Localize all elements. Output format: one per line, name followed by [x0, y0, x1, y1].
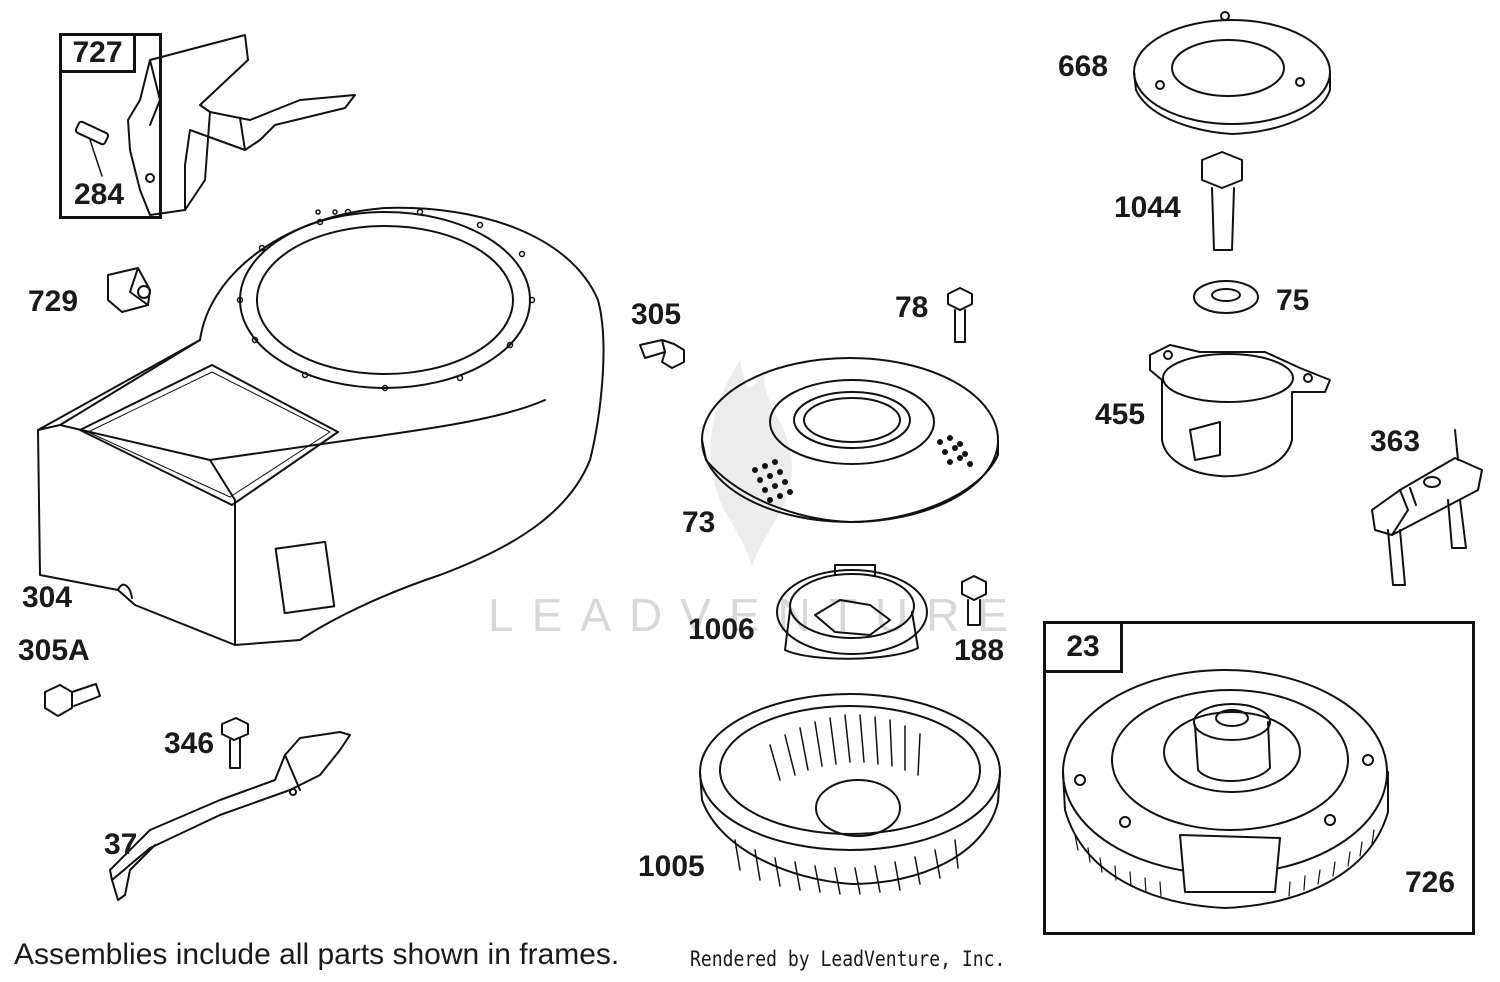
part-1044-bolt: [1201, 151, 1243, 251]
fan-fins: [734, 839, 959, 895]
part-726-flywheel: [1062, 669, 1389, 909]
part-188-screw: [961, 575, 987, 626]
label-1006: 1006: [688, 613, 755, 646]
label-305A: 305A: [18, 634, 90, 667]
label-284: 284: [74, 178, 125, 211]
part-668-plate: [1133, 11, 1331, 135]
part-284-screw: [74, 120, 110, 177]
label-75: 75: [1276, 284, 1310, 317]
frame-23-tag: 23: [1043, 621, 1123, 673]
ring-gear-teeth: [1074, 829, 1375, 897]
label-455: 455: [1095, 398, 1146, 431]
label-346: 346: [164, 727, 215, 760]
part-727-shroud: [127, 34, 356, 216]
housing-bolt-holes: [236, 208, 536, 392]
part-1005-flywheel: [699, 693, 1001, 895]
part-363-bracket: [1371, 429, 1483, 586]
label-37: 37: [104, 828, 138, 861]
label-1044: 1044: [1114, 191, 1181, 224]
label-729: 729: [28, 285, 79, 318]
label-1005: 1005: [638, 850, 705, 883]
label-668: 668: [1058, 50, 1109, 83]
label-78: 78: [895, 291, 929, 324]
part-78-screw: [947, 287, 973, 343]
label-304: 304: [22, 581, 73, 614]
label-73: 73: [682, 506, 716, 539]
part-455-retainer: [1149, 344, 1331, 478]
frame-727-tag: 727: [59, 33, 136, 73]
label-726: 726: [1405, 866, 1456, 899]
render-credit: Rendered by LeadVenture, Inc.: [690, 947, 1006, 971]
assemblies-note: Assemblies include all parts shown in fr…: [14, 938, 620, 971]
label-363: 363: [1370, 425, 1421, 458]
assembly-frame-727: 727: [59, 33, 162, 219]
label-188: 188: [954, 634, 1005, 667]
part-346-screw: [221, 717, 249, 769]
part-37-baffle: [109, 731, 351, 901]
part-729-grommet: [107, 267, 151, 313]
label-305: 305: [631, 298, 682, 331]
watermark-flame-icon: [710, 360, 792, 565]
part-304-blower-housing: [37, 206, 605, 646]
part-305-bolt: [639, 339, 685, 369]
part-305A-bolt: [44, 683, 101, 717]
assembly-frame-23: 23: [1043, 621, 1475, 935]
part-1006-starter-cup: [776, 564, 928, 660]
part-73-rotating-screen: [701, 357, 999, 523]
fan-blades: [769, 714, 921, 781]
screen-vent-dots: [752, 435, 973, 503]
part-75-washer: [1193, 280, 1259, 314]
watermark: LEADVENTURE: [488, 589, 1026, 641]
